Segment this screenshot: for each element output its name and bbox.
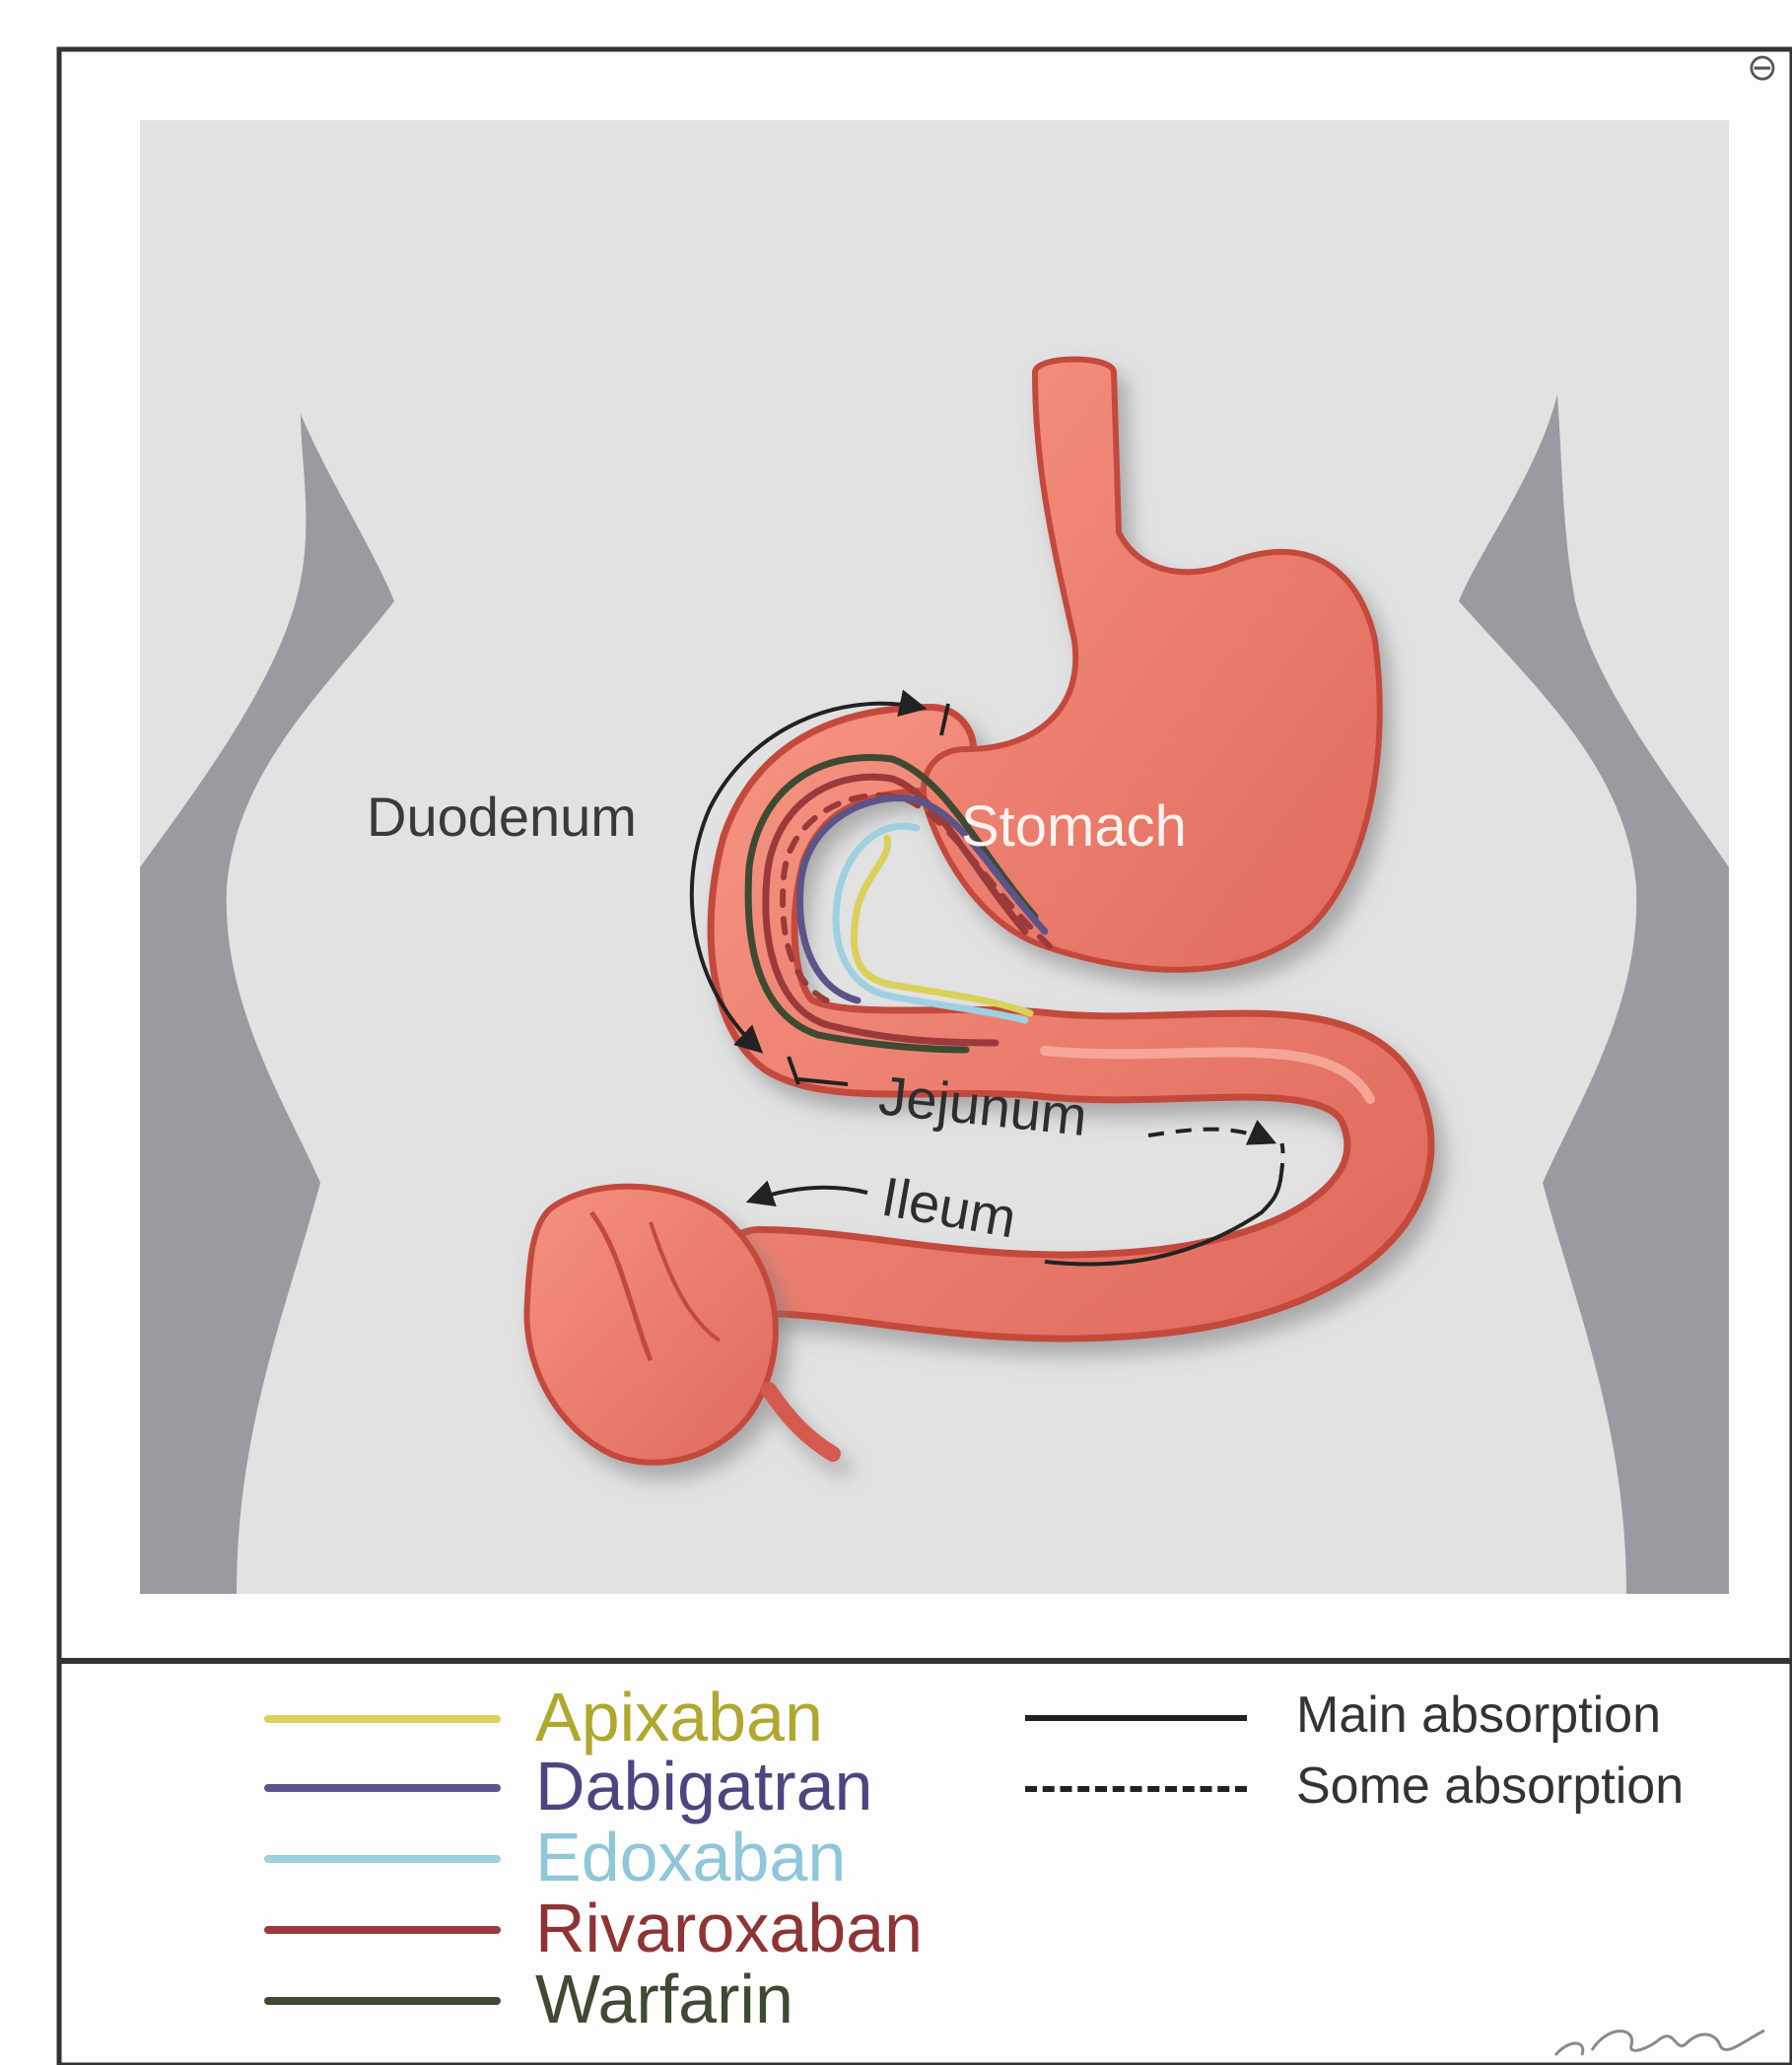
solid-line-swatch (1025, 1715, 1247, 1721)
legend-label-dabigatran: Dabigatran (535, 1747, 872, 1825)
rivaroxaban-swatch (264, 1926, 501, 1934)
duodenum-label: Duodenum (367, 786, 637, 848)
legend-label-some-absorption: Some absorption (1296, 1756, 1684, 1816)
legend-label-rivaroxaban: Rivaroxaban (535, 1889, 923, 1967)
dashed-line-swatch (1025, 1786, 1247, 1792)
legend-label-warfarin: Warfarin (535, 1960, 793, 2038)
zoom-out-icon[interactable]: ⊖ (1747, 47, 1786, 87)
stomach-label: Stomach (961, 794, 1187, 859)
warfarin-swatch (264, 1997, 501, 2005)
dabigatran-swatch (264, 1784, 501, 1792)
legend-label-main-absorption: Main absorption (1296, 1686, 1661, 1745)
legend: Apixaban Dabigatran Edoxaban Rivaroxaban… (0, 1666, 1792, 2065)
legend-label-edoxaban: Edoxaban (535, 1818, 846, 1896)
apixaban-swatch (264, 1715, 501, 1723)
diagram-panel (140, 120, 1729, 1594)
edoxaban-swatch (264, 1855, 501, 1863)
legend-label-apixaban: Apixaban (535, 1678, 823, 1756)
